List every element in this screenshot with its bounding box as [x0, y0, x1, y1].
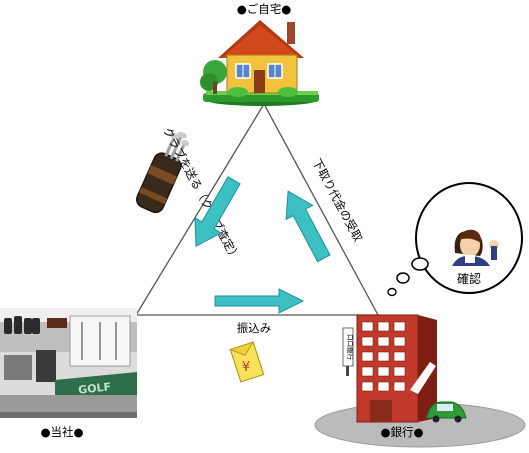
shop-sign: GOLF [78, 380, 112, 396]
arrow-right-up [285, 190, 331, 263]
confirm-label: 確認 [457, 271, 481, 286]
golf-shop-icon [0, 308, 137, 418]
arrow-left-down [194, 176, 241, 247]
car-icon [425, 401, 467, 423]
flow-triangle [135, 103, 379, 316]
bank-label: ●銀行● [380, 425, 423, 439]
right-edge-label: 下取り代金の受取 [310, 156, 366, 244]
house-icon [200, 20, 319, 106]
company-label: ●当社● [40, 425, 83, 439]
arrow-bottom-right [214, 288, 305, 314]
thought-bubble [387, 182, 523, 297]
home-label: ●ご自宅● [237, 2, 292, 16]
envelope-icon [229, 341, 265, 383]
bank-building-icon [314, 314, 526, 448]
envelope-yen-symbol: ¥ [242, 360, 250, 375]
bottom-edge-label: 振込み [237, 321, 272, 335]
person-icon [452, 229, 499, 266]
golf-bag-icon [136, 131, 190, 214]
bank-sign: 口口銀行 [346, 334, 355, 361]
